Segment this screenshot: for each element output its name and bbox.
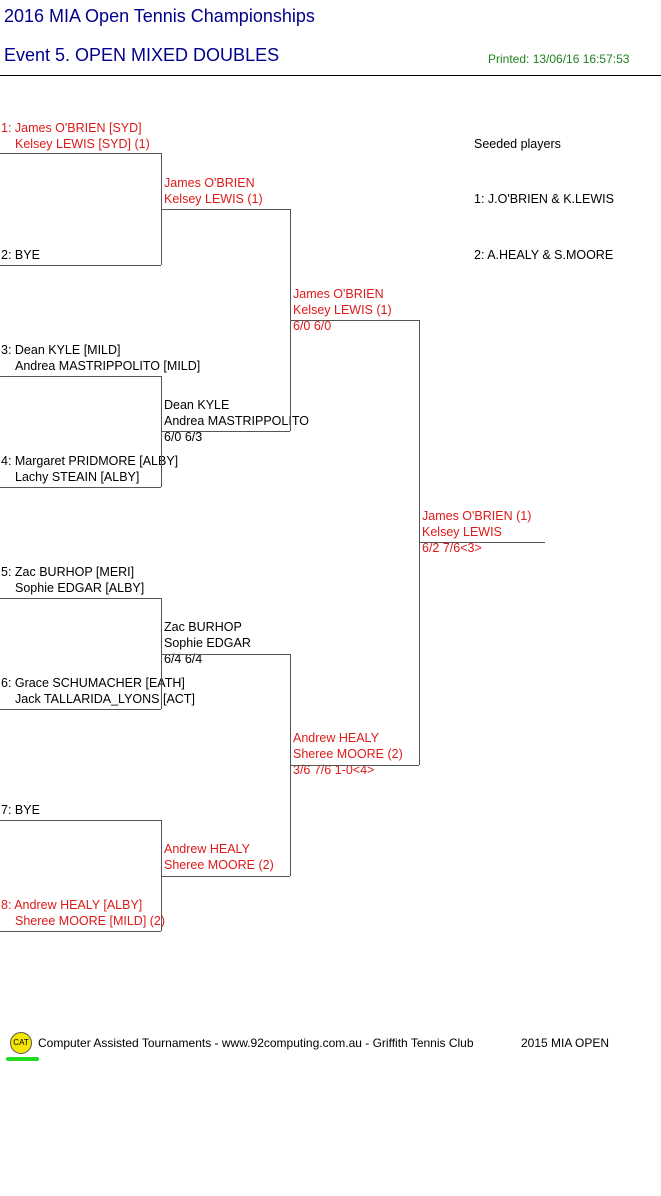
event-title: Event 5. OPEN MIXED DOUBLES [4,45,280,65]
r2-slot1-line1: James O'BRIEN [164,176,255,190]
r1-slot7-line1: 7: BYE [1,803,40,817]
r1-slot3-line2: Andrea MASTRIPPOLITO [MILD] [15,359,201,373]
r2-slot2-score: 6/0 6/3 [164,430,203,444]
r2-slot3-line1: Zac BURHOP [164,620,242,634]
r2-slot4-line1: Andrew HEALY [164,842,250,856]
final-line [419,542,545,543]
r1-slot3-line [0,376,161,377]
final-score: 6/2 7/6<3> [422,541,482,555]
logo-underline [6,1057,39,1061]
r1-slot6-line [0,709,161,710]
sf-slot1-score: 6/0 6/0 [293,319,332,333]
sf-slot2-line [290,765,419,766]
r1-bracket-c [161,598,162,709]
header-divider [0,75,661,76]
r2-slot2-line1: Dean KYLE [164,398,230,412]
footer-credit: Computer Assisted Tournaments - www.92co… [38,1036,474,1050]
r1-slot6-line1: 6: Grace SCHUMACHER [EATH] [1,676,185,690]
printed-timestamp: Printed: 13/06/16 16:57:53 [488,52,630,66]
cat-logo-icon: CAT [10,1032,32,1054]
r2-slot4-line [161,876,290,877]
r1-slot4-line [0,487,161,488]
r2-slot2-line2: Andrea MASTRIPPOLITO [164,414,309,428]
r1-slot6-line2: Jack TALLARIDA_LYONS [ACT] [15,692,195,706]
r1-slot4-line1: 4: Margaret PRIDMORE [ALBY] [1,454,179,468]
sf-slot2-line2: Sheree MOORE (2) [293,747,403,761]
r1-slot1-line1: 1: James O'BRIEN [SYD] [1,121,142,135]
sf-slot1-line [290,320,419,321]
r2-slot3-score: 6/4 6/4 [164,652,203,666]
seed-2: 2: A.HEALY & S.MOORE [474,248,614,262]
r2-slot1-line [161,209,290,210]
r1-slot4-line2: Lachy STEAIN [ALBY] [15,470,140,484]
r1-slot2-line1: 2: BYE [1,248,40,262]
sf-slot2-line1: Andrew HEALY [293,731,379,745]
r1-slot7-line [0,820,161,821]
r1-slot2-line [0,265,161,266]
r2-slot2-line [161,431,290,432]
r1-slot1-line [0,153,161,154]
r1-slot3-line1: 3: Dean KYLE [MILD] [1,343,121,357]
r1-slot8-line1: 8: Andrew HEALY [ALBY] [1,898,143,912]
sf-slot1-line2: Kelsey LEWIS (1) [293,303,392,317]
final-line2: Kelsey LEWIS [422,525,502,539]
r1-slot1-line2: Kelsey LEWIS [SYD] (1) [15,137,150,151]
seed-1: 1: J.O'BRIEN & K.LEWIS [474,192,614,206]
r2-slot1-line2: Kelsey LEWIS (1) [164,192,263,206]
r1-slot5-line [0,598,161,599]
r1-slot5-line1: 5: Zac BURHOP [MERI] [1,565,135,579]
r1-bracket-d [161,820,162,931]
seeds-heading: Seeded players [474,137,561,151]
r2-slot3-line [161,654,290,655]
r2-slot3-line2: Sophie EDGAR [164,636,251,650]
footer-event: 2015 MIA OPEN [521,1036,610,1050]
sf-slot1-line1: James O'BRIEN [293,287,384,301]
final-line1: James O'BRIEN (1) [422,509,532,523]
tournament-title: 2016 MIA Open Tennis Championships [4,6,315,26]
r1-slot8-line2: Sheree MOORE [MILD] (2) [15,914,166,928]
sf-slot2-score: 3/6 7/6 1-0<4> [293,763,375,777]
r1-slot8-line [0,931,161,932]
r2-slot4-line2: Sheree MOORE (2) [164,858,274,872]
r1-slot5-line2: Sophie EDGAR [ALBY] [15,581,145,595]
